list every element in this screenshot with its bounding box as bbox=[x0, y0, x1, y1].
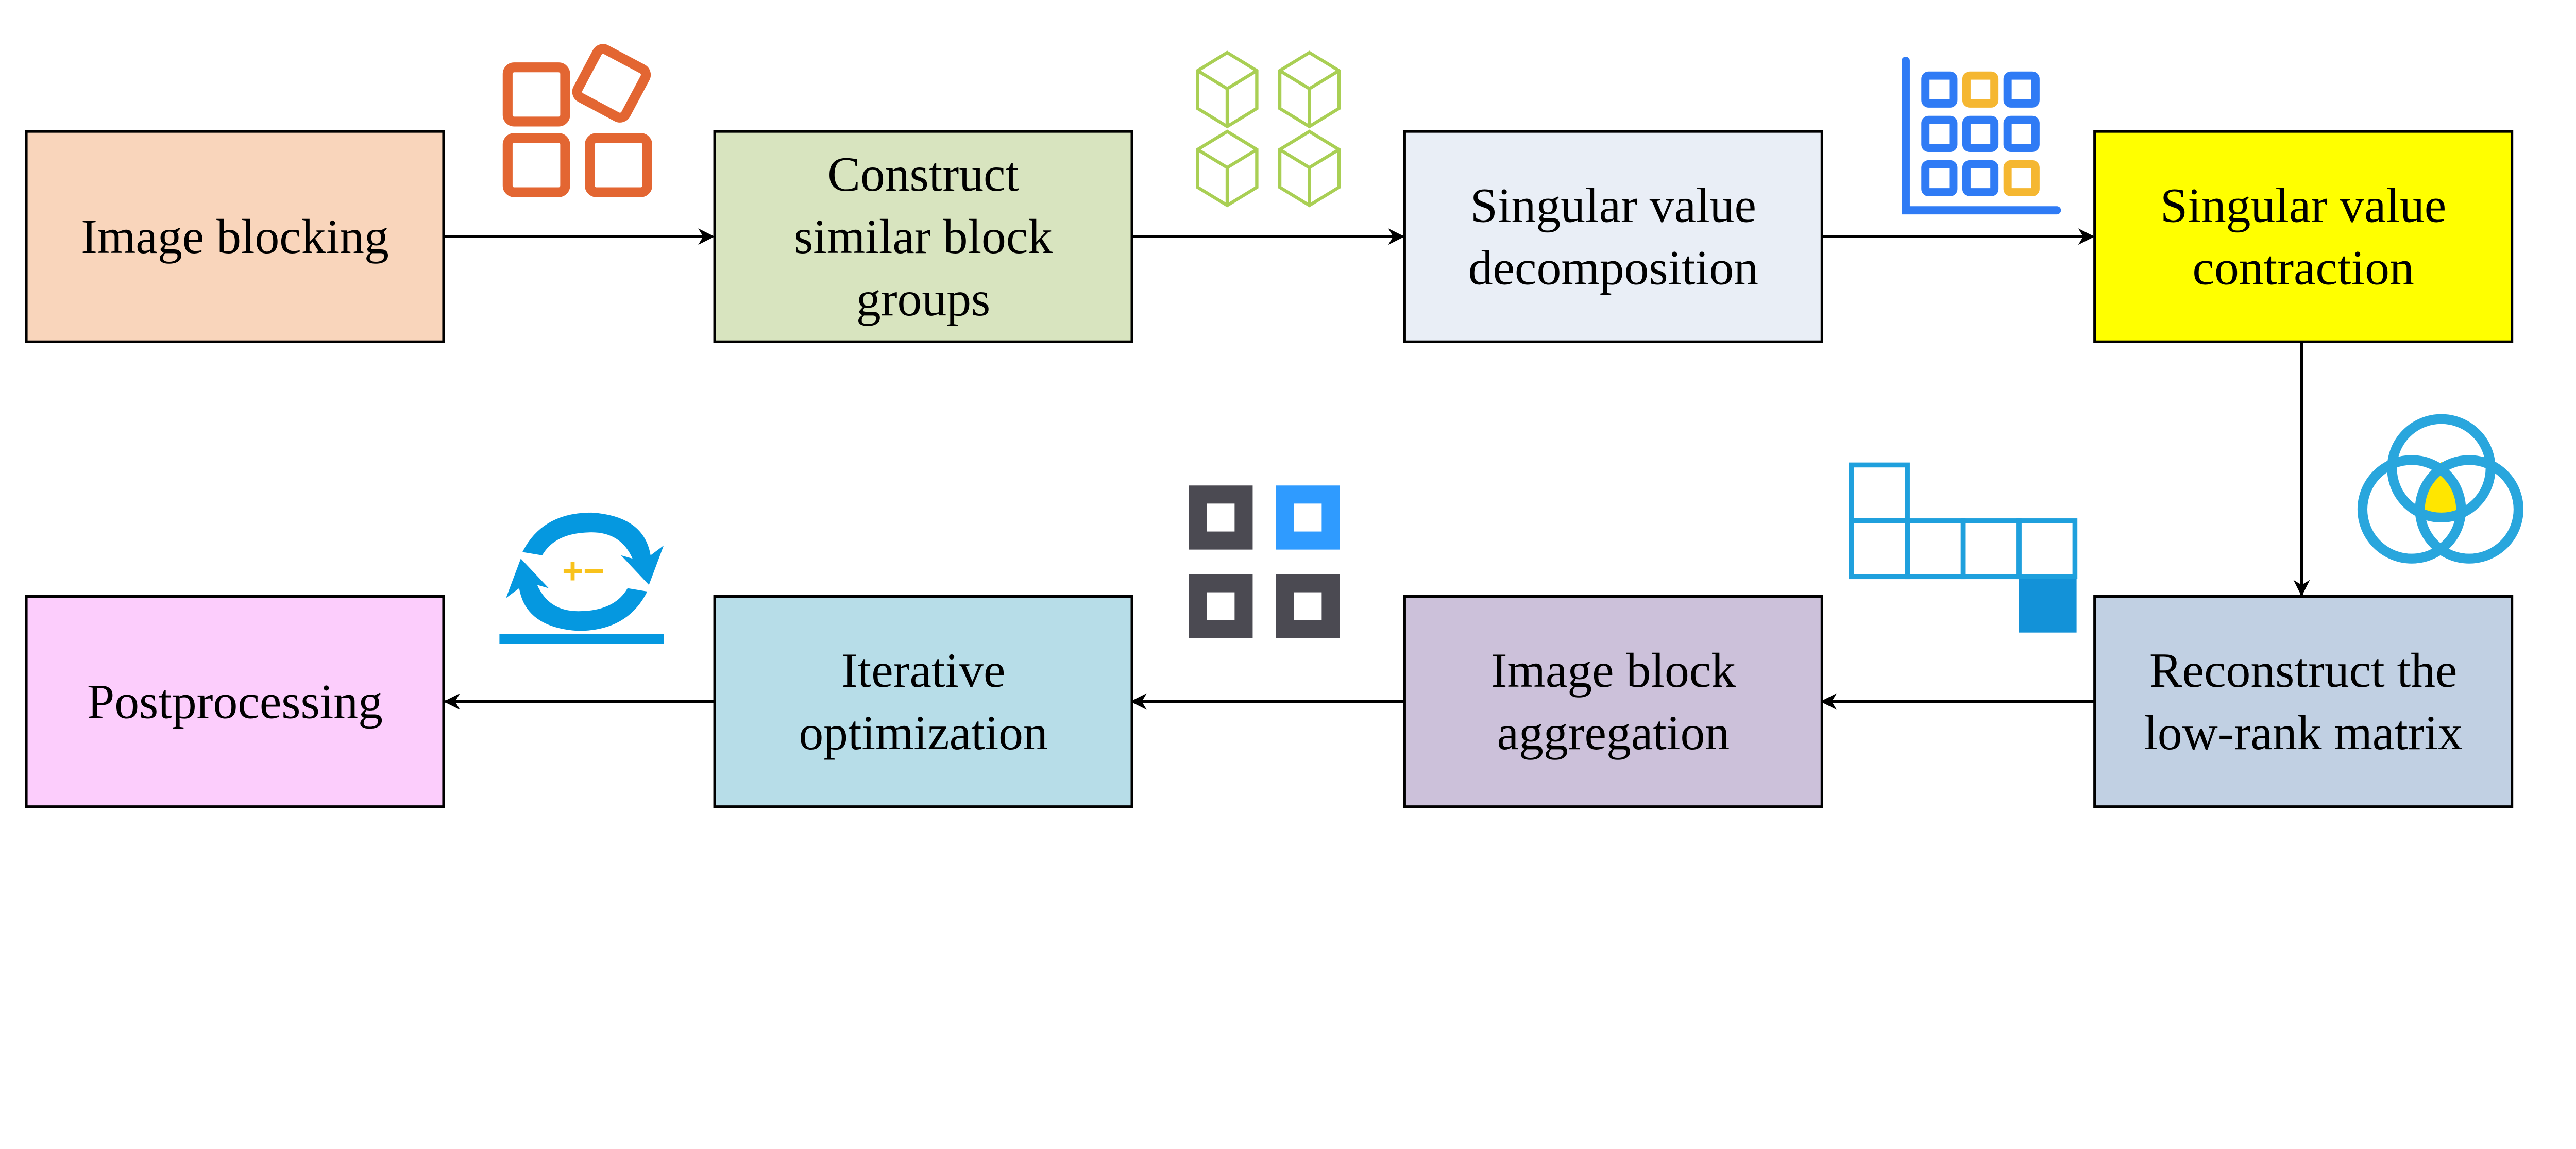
step-box bbox=[2093, 595, 2514, 808]
flowchart: Image blocking Construct similar block grou… bbox=[25, 44, 2523, 808]
step-label-line: groups bbox=[856, 272, 990, 326]
step-box bbox=[1403, 130, 1823, 343]
step-label-line: Postprocessing bbox=[87, 674, 383, 729]
cubes-icon bbox=[1198, 50, 1339, 206]
step-svd: Singular value decomposition bbox=[1403, 130, 1823, 343]
image-blocks-icon bbox=[502, 44, 652, 197]
step-label-line: Singular value bbox=[1470, 178, 1756, 232]
step-box bbox=[713, 595, 1133, 808]
arrows bbox=[443, 228, 2310, 710]
step-label-line: Image block bbox=[1491, 643, 1736, 698]
step-label-line: aggregation bbox=[1497, 705, 1730, 760]
step-postprocessing: Postprocessing bbox=[25, 595, 445, 808]
step-boxes: Image blocking Construct similar block grou… bbox=[25, 130, 2514, 808]
step-label-line: Singular value bbox=[2160, 178, 2446, 232]
step-box bbox=[1403, 595, 1823, 808]
step-iterative: Iterative optimization bbox=[713, 595, 1133, 808]
step-box bbox=[713, 130, 1133, 343]
step-label-line: Construct bbox=[827, 147, 1019, 201]
step-label-line: Iterative bbox=[841, 643, 1006, 698]
step-label-line: Image blocking bbox=[81, 209, 389, 264]
aggregate-squares-icon bbox=[1189, 485, 1340, 638]
matrix-grid-icon bbox=[1902, 57, 2061, 215]
low-rank-blocks-icon bbox=[1849, 462, 2078, 633]
step-box bbox=[25, 595, 445, 808]
step-label-line: decomposition bbox=[1468, 241, 1758, 295]
step-image-blocking: Image blocking bbox=[25, 130, 445, 343]
step-label-line: contraction bbox=[2193, 241, 2414, 295]
step-sv-contraction: Singular value contraction bbox=[2093, 130, 2514, 343]
iteration-cycle-icon: +− bbox=[499, 512, 664, 644]
step-label-line: low-rank matrix bbox=[2144, 705, 2463, 760]
step-aggregation: Image block aggregation bbox=[1403, 595, 1823, 808]
venn-diagram-icon bbox=[2357, 414, 2523, 564]
step-reconstruct: Reconstruct the low-rank matrix bbox=[2093, 595, 2514, 808]
step-label-line: optimization bbox=[799, 705, 1048, 760]
step-box bbox=[2093, 130, 2514, 343]
step-construct-groups: Construct similar block groups bbox=[713, 130, 1133, 343]
step-label-line: similar block bbox=[794, 209, 1053, 264]
step-box bbox=[25, 130, 445, 343]
step-label-line: Reconstruct the bbox=[2149, 643, 2458, 698]
plus-minus-sign: +− bbox=[562, 550, 604, 591]
